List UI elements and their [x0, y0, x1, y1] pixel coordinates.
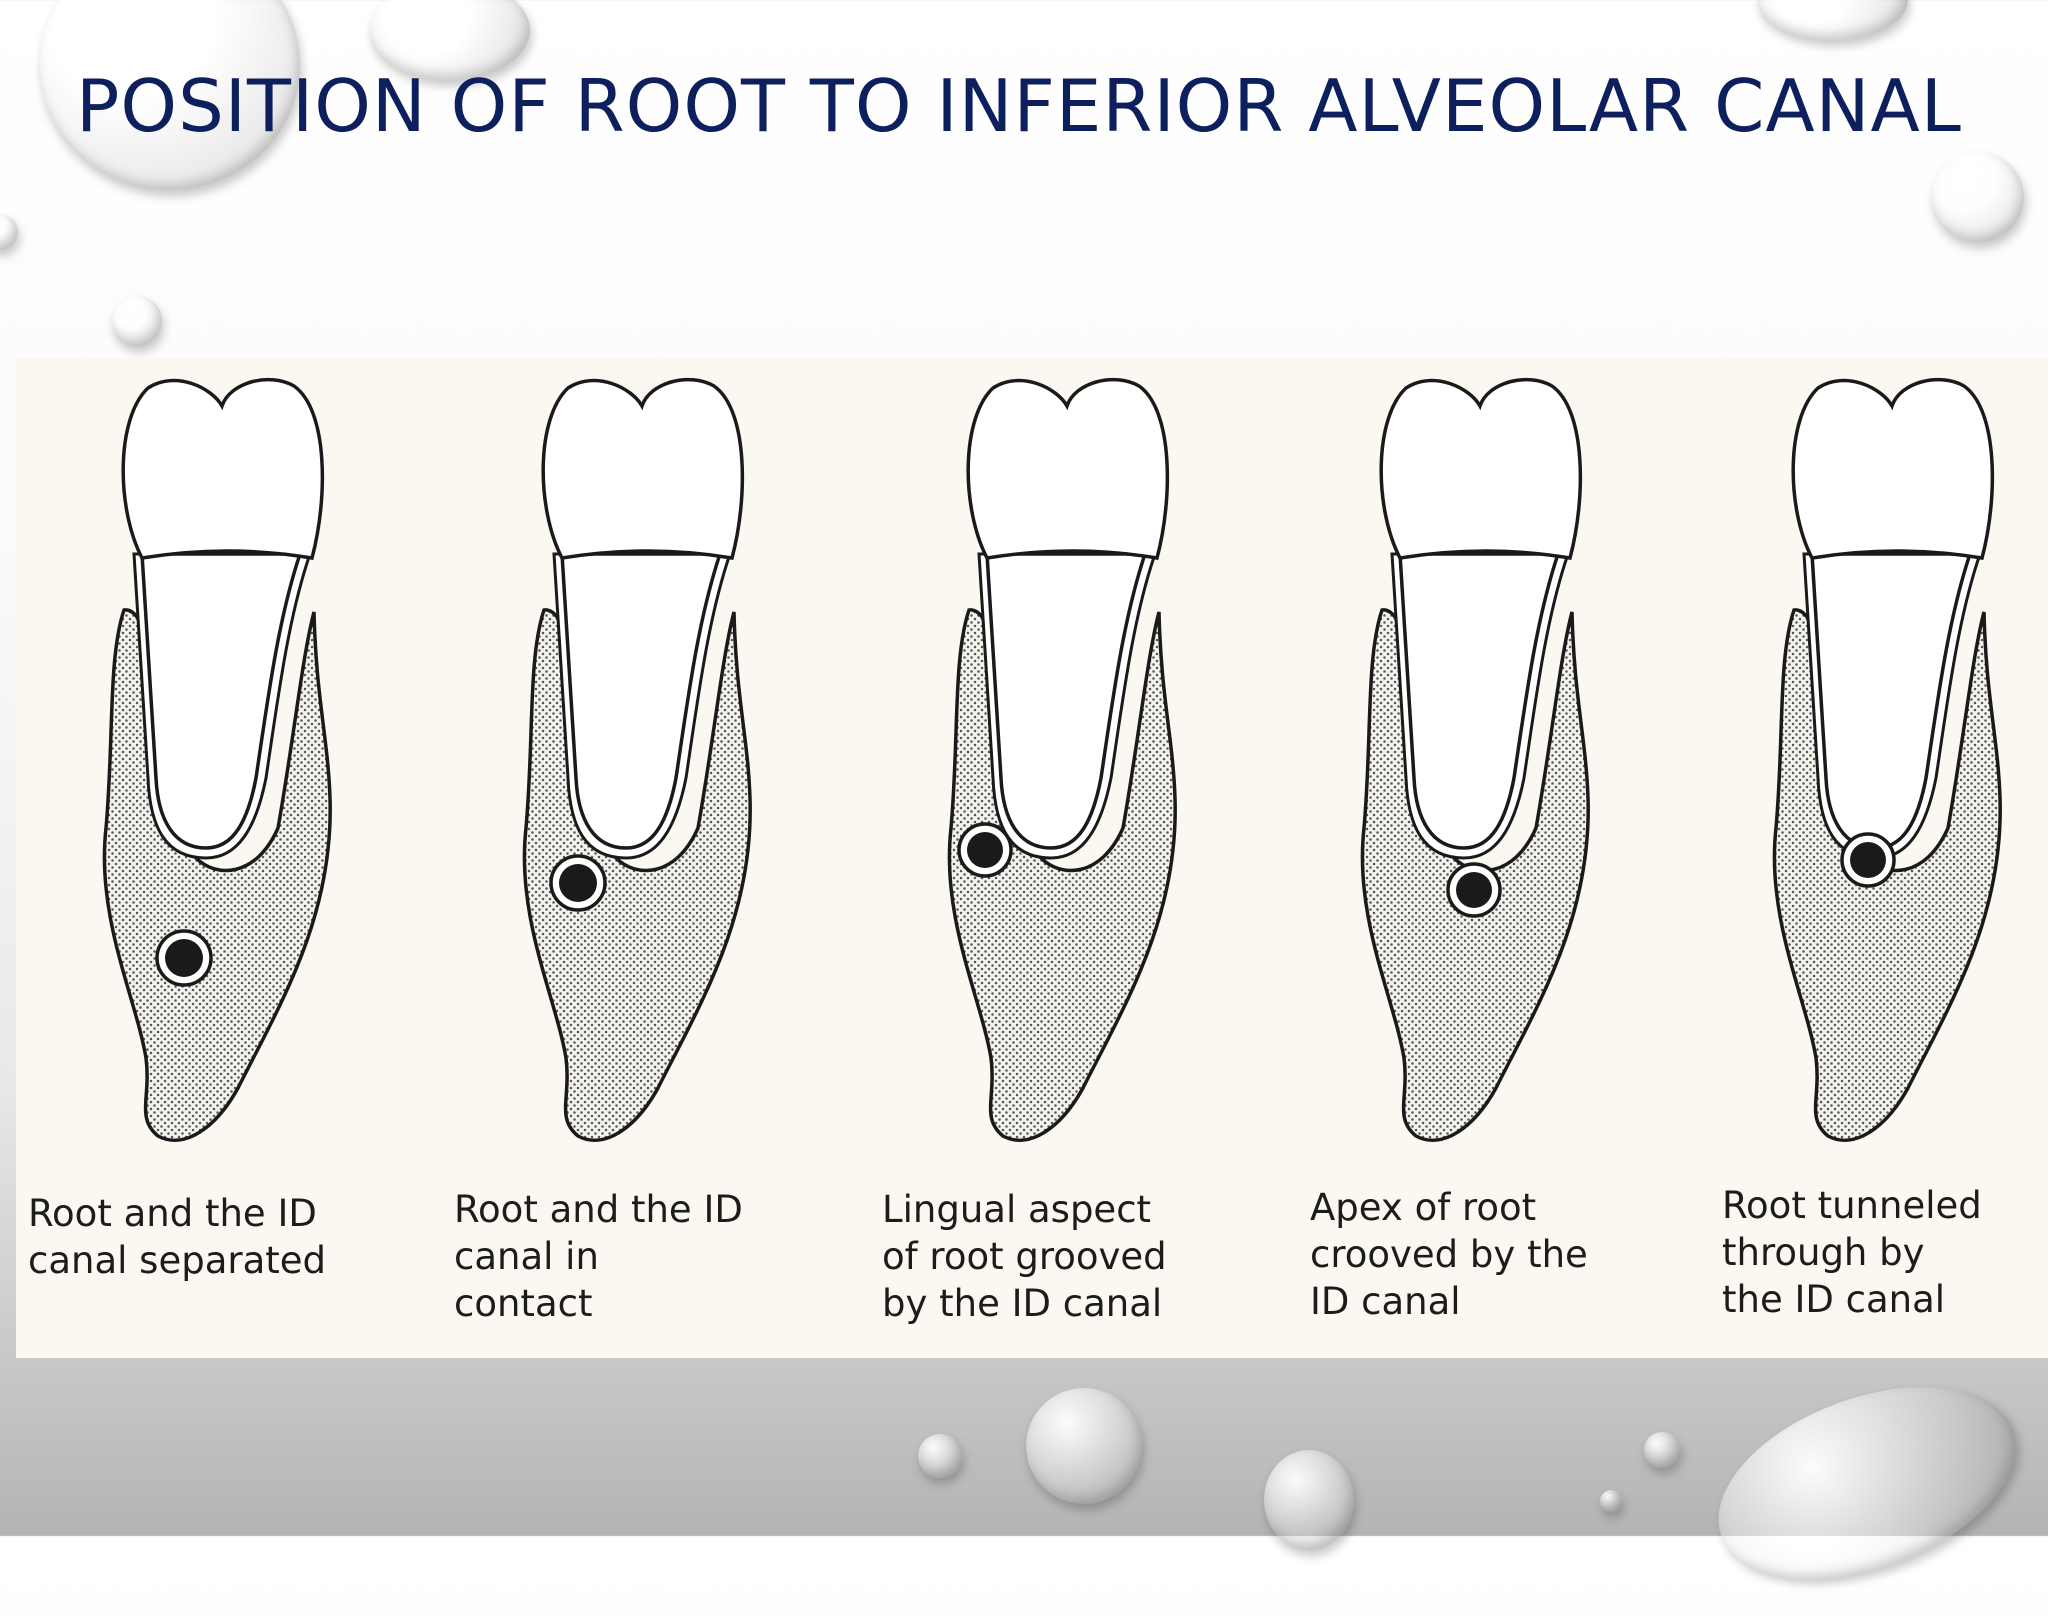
caption-line: by the ID canal — [882, 1282, 1163, 1325]
caption-root-tunneled: Root tunneled through by the ID canal — [1722, 1182, 2048, 1323]
caption-line: Root tunneled — [1722, 1184, 1982, 1227]
tooth-crown — [1379, 377, 1583, 560]
caption-root-canal-contact: Root and the ID canal in contact — [454, 1186, 784, 1327]
caption-line: canal separated — [28, 1239, 327, 1282]
tooth-panel-separated — [102, 377, 332, 1142]
caption-line: Root and the ID — [28, 1192, 317, 1235]
tooth-diagram-figure: Root and the ID canal separated Root and… — [16, 358, 2048, 1358]
tooth-root — [140, 552, 303, 850]
caption-line: Root and the ID — [454, 1188, 743, 1231]
tooth-root — [985, 552, 1148, 850]
water-drop-decoration — [1026, 1388, 1142, 1504]
caption-line: Apex of root — [1310, 1186, 1537, 1229]
tooth-root — [560, 552, 723, 850]
caption-line: Lingual aspect — [882, 1188, 1152, 1231]
caption-line: the ID canal — [1722, 1278, 1946, 1321]
inferior-alveolar-canal — [1456, 872, 1492, 908]
water-drop-decoration — [112, 296, 162, 346]
caption-apex-groove: Apex of root crooved by the ID canal — [1310, 1184, 1640, 1325]
water-drop-decoration — [1758, 0, 1908, 40]
water-drop-decoration — [1600, 1490, 1622, 1512]
tooth-root — [1398, 552, 1561, 850]
caption-lingual-groove: Lingual aspect of root grooved by the ID… — [882, 1186, 1212, 1327]
tooth-panel-contact — [522, 377, 752, 1142]
water-drop-decoration — [0, 214, 18, 250]
water-drop-decoration — [1692, 1350, 2042, 1616]
water-drop-decoration — [1644, 1432, 1680, 1468]
water-drop-decoration — [1932, 152, 2024, 242]
tooth-crown — [541, 377, 745, 560]
tooth-panel-tunneled — [1772, 377, 2002, 1142]
slide-title: POSITION OF ROOT TO INFERIOR ALVEOLAR CA… — [76, 64, 1962, 148]
tooth-crown — [121, 377, 325, 560]
tooth-panel-lingual-groove — [947, 377, 1177, 1142]
inferior-alveolar-canal — [1850, 842, 1886, 878]
inferior-alveolar-canal — [559, 864, 597, 902]
caption-root-canal-separated: Root and the ID canal separated — [28, 1190, 358, 1284]
inferior-alveolar-canal — [967, 832, 1003, 868]
caption-line: of root grooved — [882, 1235, 1167, 1278]
caption-line: contact — [454, 1282, 593, 1325]
tooth-diagram-svg — [102, 377, 2002, 1142]
water-drop-decoration — [918, 1434, 962, 1478]
caption-line: crooved by the — [1310, 1233, 1588, 1276]
inferior-alveolar-canal — [165, 939, 203, 977]
tooth-panel-apex-groove — [1360, 377, 1590, 1142]
caption-line: ID canal — [1310, 1280, 1461, 1323]
tooth-root — [1810, 552, 1973, 850]
caption-line: canal in — [454, 1235, 599, 1278]
caption-line: through by — [1722, 1231, 1925, 1274]
tooth-crown — [966, 377, 1170, 560]
tooth-crown — [1791, 377, 1995, 560]
water-drop-decoration — [1264, 1450, 1354, 1550]
water-drop-decoration — [370, 0, 530, 80]
